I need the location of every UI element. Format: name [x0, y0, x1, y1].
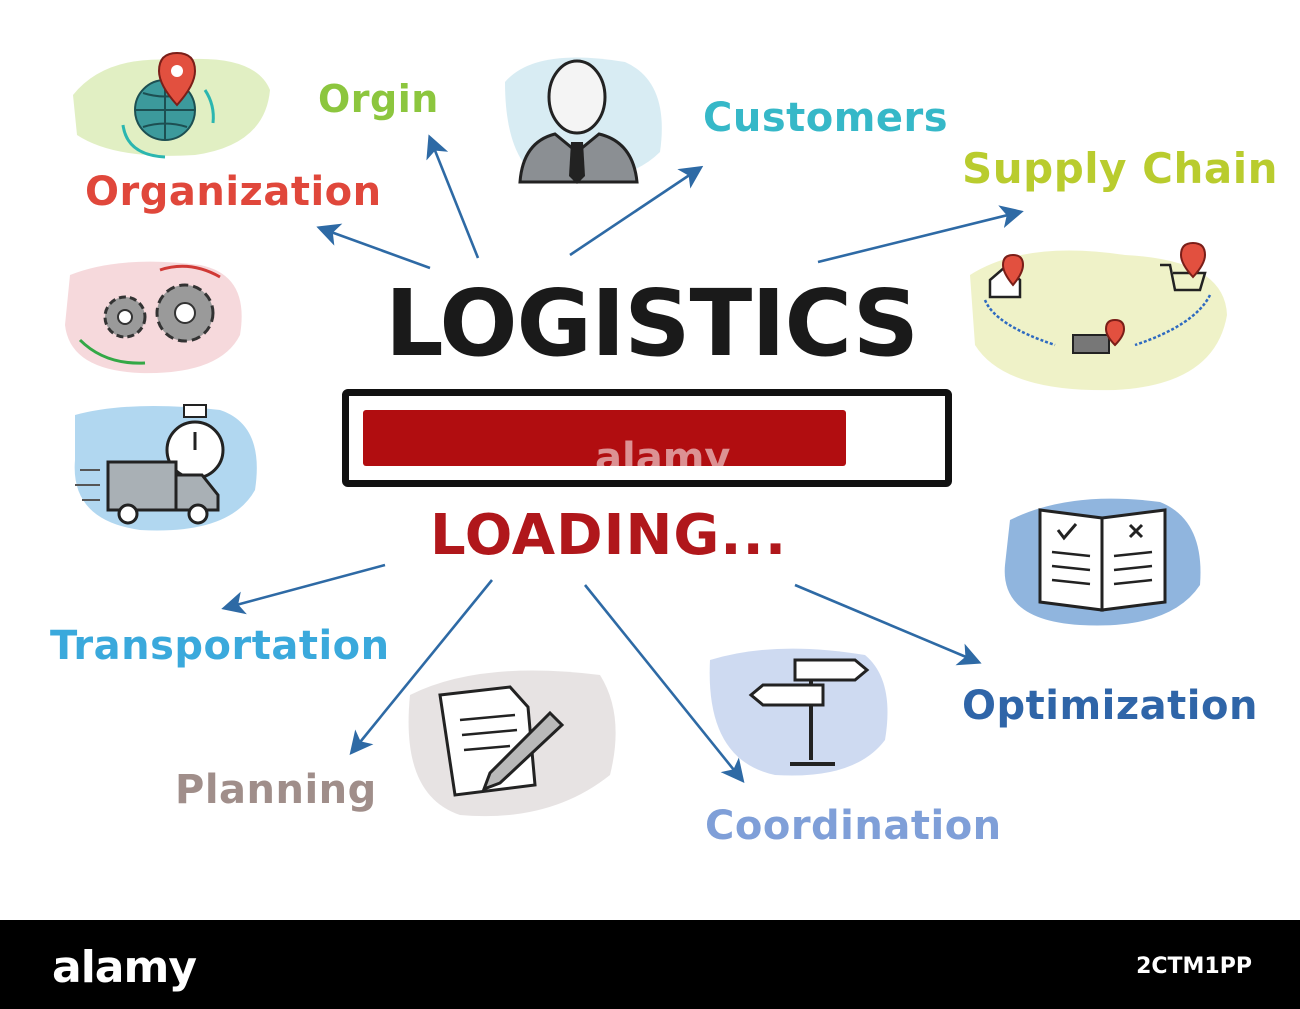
label-coordination: Coordination: [705, 803, 1002, 849]
label-supply-chain: Supply Chain: [962, 144, 1279, 193]
watermark: alamy: [595, 435, 731, 481]
footer-logo: alamy: [52, 942, 197, 993]
loading-status: LOADING...: [430, 503, 788, 568]
globe-location-icon: [65, 35, 275, 165]
arrow-supply-chain: [817, 205, 1024, 264]
footer-bar: alamy 2CTM1PP: [0, 920, 1300, 1009]
checklist-book-icon: [1000, 490, 1205, 630]
arrow-transportation: [221, 563, 386, 615]
footer-image-id: 2CTM1PP: [1136, 954, 1252, 979]
arrow-planning: [349, 579, 494, 756]
label-origin: Orgin: [318, 77, 439, 121]
signpost-icon: [705, 640, 895, 780]
arrow-organization: [316, 223, 431, 270]
document-pencil-icon: [400, 655, 625, 825]
main-title: LOGISTICS: [385, 270, 919, 377]
label-customers: Customers: [703, 95, 949, 141]
truck-stopwatch-icon: [70, 400, 265, 540]
label-organization: Organization: [85, 169, 382, 215]
arrow-optimization: [794, 583, 982, 666]
arrow-coordination: [583, 584, 745, 784]
arrow-origin: [426, 134, 480, 259]
delivery-route-icon: [965, 235, 1230, 395]
gears-cycle-icon: [60, 255, 250, 380]
label-planning: Planning: [175, 767, 377, 813]
label-transportation: Transportation: [50, 623, 390, 669]
businessman-icon: [505, 42, 665, 192]
label-optimization: Optimization: [962, 683, 1258, 729]
progress-bar-fill: [363, 410, 846, 466]
arrow-customers: [569, 165, 704, 257]
progress-bar: [342, 389, 952, 487]
